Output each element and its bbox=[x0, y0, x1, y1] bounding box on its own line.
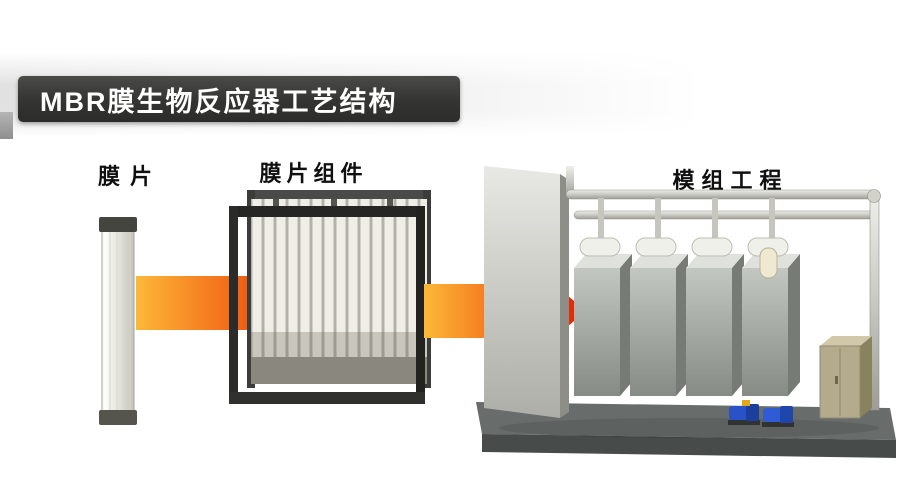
stage-label-module-project: 模组工程 bbox=[672, 168, 789, 193]
module-front-top-bar bbox=[229, 206, 425, 217]
module-top-connector bbox=[331, 199, 337, 207]
platform-shadow bbox=[499, 418, 879, 438]
pump-unit bbox=[762, 406, 794, 427]
module-plant-illustration bbox=[476, 166, 896, 458]
module-sheet-shadow bbox=[251, 332, 427, 357]
pump-base bbox=[728, 420, 760, 425]
membrane-module-illustration bbox=[229, 190, 431, 404]
module-top-connector bbox=[273, 199, 279, 207]
membrane-sheet-illustration bbox=[99, 217, 137, 425]
tank-front bbox=[686, 268, 732, 396]
pump-motor bbox=[746, 404, 759, 421]
pipe-drop bbox=[655, 198, 661, 242]
stage-label-membrane-sheet: 膜片 bbox=[97, 164, 162, 189]
tank-front bbox=[742, 268, 788, 396]
tank-cassette-cover bbox=[635, 237, 677, 257]
cabinet-top bbox=[820, 336, 872, 346]
pump-base bbox=[762, 422, 794, 427]
tank-side bbox=[788, 254, 800, 396]
module-front-right-post bbox=[416, 206, 425, 404]
tank-side bbox=[620, 254, 632, 396]
tank-cassette-cover bbox=[579, 237, 621, 257]
pump-unit bbox=[728, 400, 760, 425]
platform-front bbox=[482, 434, 896, 458]
tank-cassette-cover bbox=[691, 237, 733, 257]
module-front-bottom-bar bbox=[229, 392, 425, 404]
accumulator-cylinder bbox=[759, 247, 778, 279]
page-title-banner: MBR膜生物反应器工艺结构 bbox=[18, 76, 460, 122]
cabinet-side bbox=[860, 336, 872, 418]
module-front-left-post bbox=[229, 206, 238, 404]
module-top-connector bbox=[387, 199, 393, 207]
tank-side bbox=[676, 254, 688, 396]
tank-row bbox=[574, 237, 800, 396]
module-membrane-sheets bbox=[251, 199, 427, 357]
pump-body bbox=[729, 406, 747, 420]
container-wall bbox=[484, 166, 560, 418]
tank-top bbox=[630, 254, 688, 268]
tank-top bbox=[574, 254, 632, 268]
stage-label-membrane-module: 膜片组件 bbox=[259, 161, 368, 186]
pipe-drop bbox=[769, 198, 775, 242]
membrane-sheet-highlight bbox=[104, 226, 108, 416]
container-wall-edge bbox=[560, 174, 569, 418]
pipe-header-upper bbox=[565, 189, 879, 200]
page-title: MBR膜生物反应器工艺结构 bbox=[40, 86, 398, 117]
tank-front bbox=[630, 268, 676, 396]
pipe-drop bbox=[712, 198, 718, 242]
module-interior-lower bbox=[251, 354, 427, 384]
membrane-sheet-top-cap bbox=[99, 217, 137, 232]
membrane-sheet-bottom-cap bbox=[99, 410, 137, 425]
pump-motor bbox=[780, 406, 793, 423]
pump-body bbox=[763, 408, 781, 422]
pipe-riser-left bbox=[566, 166, 574, 196]
cabinet-handle bbox=[835, 376, 838, 384]
control-cabinet bbox=[819, 336, 872, 419]
module-back-top-bar bbox=[247, 190, 431, 199]
tank-front bbox=[574, 268, 620, 396]
banner-edge-tab bbox=[0, 112, 13, 139]
pipe-header-lower bbox=[573, 210, 875, 220]
pump-coupling bbox=[742, 400, 750, 406]
pipe-drop bbox=[598, 198, 604, 242]
tank-side bbox=[732, 254, 744, 396]
pipe-elbow bbox=[867, 189, 881, 203]
membrane-sheet-texture bbox=[109, 227, 131, 415]
tank-top bbox=[686, 254, 744, 268]
